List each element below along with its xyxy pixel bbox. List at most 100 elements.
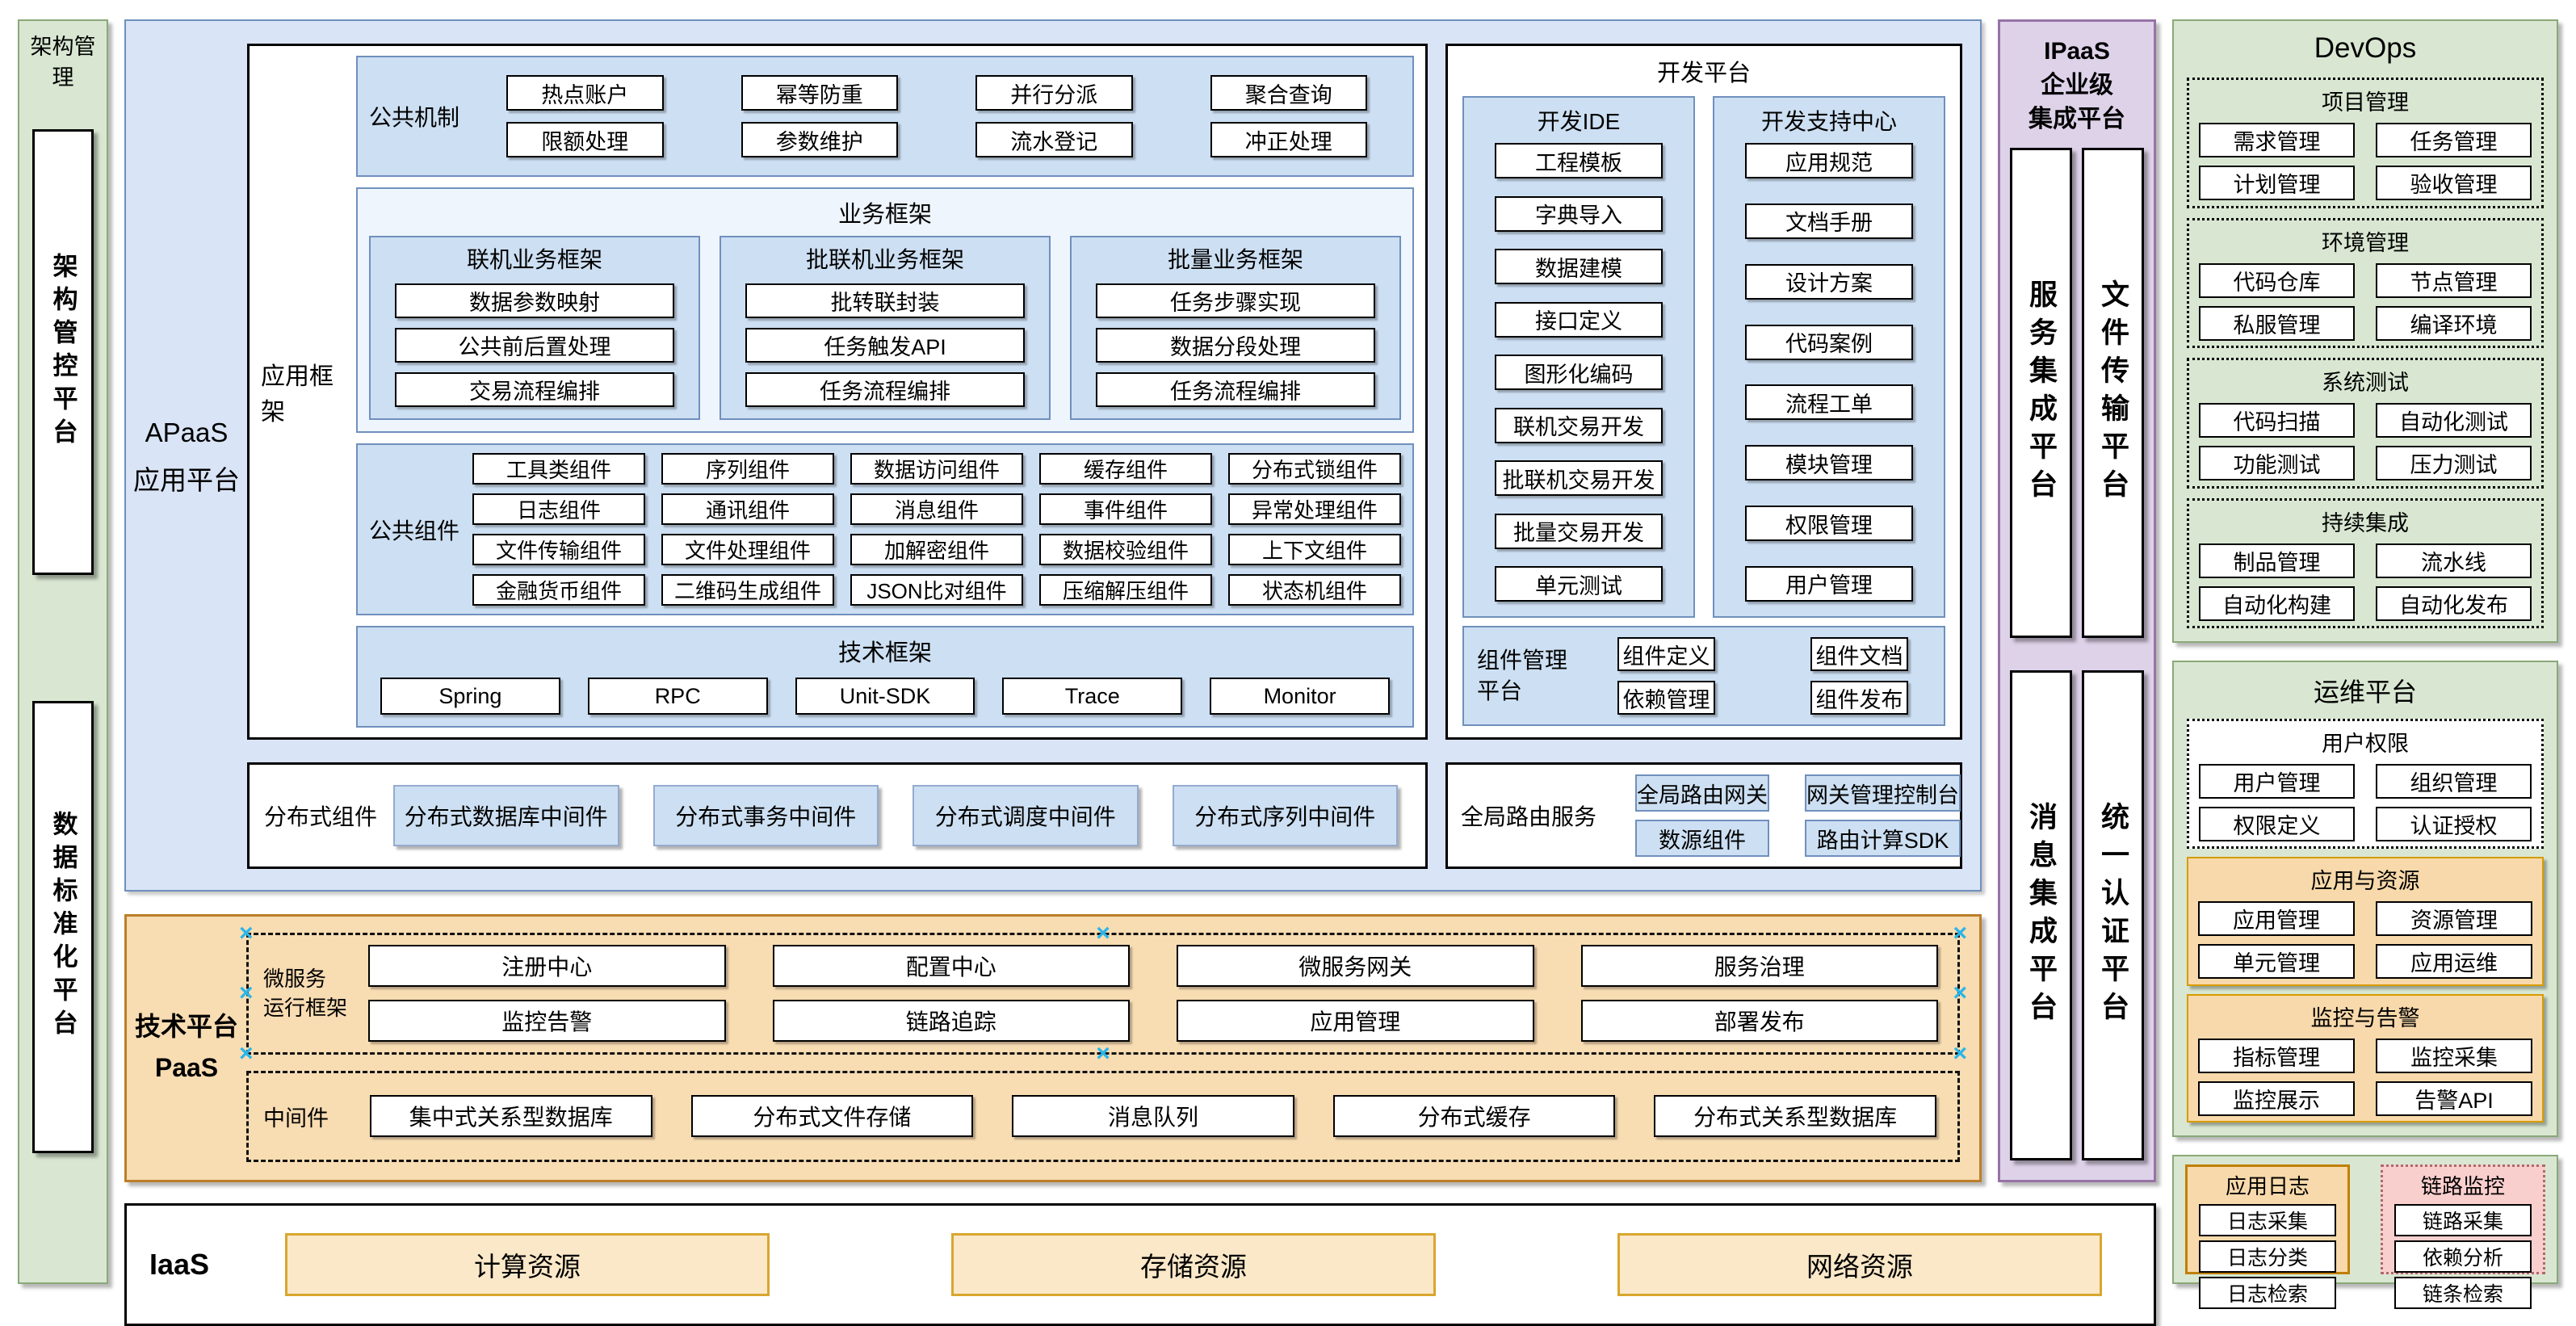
component-mgmt-item[interactable]: 组件定义	[1617, 637, 1715, 671]
ops-item[interactable]: 单元管理	[2198, 944, 2355, 980]
middleware-item[interactable]: 消息队列	[1012, 1095, 1294, 1138]
component-item[interactable]: JSON比对组件	[850, 574, 1023, 606]
ide-item[interactable]: 批联机交易开发	[1495, 460, 1663, 496]
framework-item[interactable]: 任务触发API	[745, 328, 1025, 363]
framework-item[interactable]: 交易流程编排	[395, 372, 674, 407]
service-integration-platform[interactable]: 服务集成平台	[2010, 148, 2072, 638]
ops-item[interactable]: 监控采集	[2376, 1038, 2532, 1073]
devops-item[interactable]: 代码扫描	[2199, 403, 2355, 438]
routing-item[interactable]: 数源组件	[1635, 820, 1769, 857]
framework-item[interactable]: 数据分段处理	[1096, 328, 1375, 363]
ide-item[interactable]: 字典导入	[1495, 195, 1663, 232]
distributed-item[interactable]: 分布式数据库中间件	[393, 785, 619, 846]
component-item[interactable]: 通讯组件	[661, 493, 834, 525]
devops-item[interactable]: 自动化构建	[2199, 585, 2355, 621]
component-item[interactable]: 序列组件	[661, 453, 834, 485]
component-item[interactable]: 工具类组件	[472, 453, 645, 485]
component-item[interactable]: 数据校验组件	[1039, 534, 1212, 565]
devops-item[interactable]: 验收管理	[2376, 166, 2532, 200]
component-item[interactable]: 缓存组件	[1039, 453, 1212, 485]
arch-governance-platform[interactable]: 架构管控平台	[32, 128, 94, 575]
support-item[interactable]: 权限管理	[1745, 506, 1913, 542]
ide-item[interactable]: 图形化编码	[1495, 355, 1663, 390]
microservice-item[interactable]: 注册中心	[368, 945, 726, 988]
support-item[interactable]: 代码案例	[1745, 324, 1913, 360]
unified-auth-platform[interactable]: 统一认证平台	[2082, 670, 2144, 1160]
selection-handle-icon[interactable]	[1096, 1042, 1110, 1066]
message-integration-platform[interactable]: 消息集成平台	[2010, 670, 2072, 1160]
mechanism-item[interactable]: 参数维护	[740, 122, 898, 157]
devops-item[interactable]: 私服管理	[2199, 305, 2355, 341]
ops-item[interactable]: 组织管理	[2376, 764, 2532, 799]
middleware-section[interactable]: 中间件 集中式关系型数据库分布式文件存储消息队列分布式缓存分布式关系型数据库	[246, 1070, 1960, 1162]
component-item[interactable]: 上下文组件	[1228, 534, 1401, 565]
devops-item[interactable]: 需求管理	[2199, 123, 2355, 157]
log-item[interactable]: 日志分类	[2199, 1240, 2336, 1273]
component-mgmt-item[interactable]: 依赖管理	[1617, 681, 1715, 715]
component-item[interactable]: 文件传输组件	[472, 534, 645, 565]
support-item[interactable]: 应用规范	[1745, 143, 1913, 178]
iaas-resource-item[interactable]: 计算资源	[285, 1233, 770, 1296]
data-standardization-platform[interactable]: 数据标准化平台	[32, 700, 94, 1153]
support-item[interactable]: 用户管理	[1745, 565, 1913, 602]
selection-handle-icon[interactable]	[1953, 981, 1967, 1005]
framework-item[interactable]: 任务步骤实现	[1096, 283, 1375, 318]
ide-item[interactable]: 工程模板	[1495, 143, 1663, 178]
middleware-item[interactable]: 分布式文件存储	[690, 1095, 974, 1138]
selection-handle-icon[interactable]	[1096, 921, 1110, 946]
microservice-item[interactable]: 服务治理	[1580, 945, 1938, 988]
devops-item[interactable]: 自动化发布	[2376, 585, 2532, 621]
middleware-item[interactable]: 分布式缓存	[1332, 1095, 1616, 1138]
support-item[interactable]: 文档手册	[1745, 203, 1913, 239]
ops-item[interactable]: 资源管理	[2376, 901, 2532, 937]
devops-item[interactable]: 代码仓库	[2199, 262, 2355, 298]
mechanism-item[interactable]: 并行分派	[975, 75, 1133, 111]
file-transfer-platform[interactable]: 文件传输平台	[2082, 148, 2144, 638]
component-item[interactable]: 状态机组件	[1228, 574, 1401, 606]
mechanism-item[interactable]: 限额处理	[506, 122, 664, 157]
microservice-item[interactable]: 监控告警	[368, 1000, 726, 1043]
mechanism-item[interactable]: 热点账户	[506, 75, 664, 111]
support-item[interactable]: 流程工单	[1745, 384, 1913, 421]
devops-item[interactable]: 节点管理	[2376, 262, 2532, 298]
component-item[interactable]: 异常处理组件	[1228, 493, 1401, 525]
support-item[interactable]: 设计方案	[1745, 263, 1913, 300]
framework-item[interactable]: 任务流程编排	[745, 372, 1025, 407]
tech-item[interactable]: Unit-SDK	[795, 678, 975, 715]
devops-item[interactable]: 压力测试	[2376, 446, 2532, 480]
tech-item[interactable]: RPC	[587, 678, 768, 715]
log-item[interactable]: 日志检索	[2199, 1277, 2336, 1309]
log-item[interactable]: 日志采集	[2199, 1204, 2336, 1236]
ide-item[interactable]: 接口定义	[1495, 301, 1663, 338]
microservice-item[interactable]: 微服务网关	[1177, 945, 1534, 988]
selection-handle-icon[interactable]	[1953, 1042, 1967, 1066]
ide-item[interactable]: 批量交易开发	[1495, 513, 1663, 549]
iaas-resource-item[interactable]: 存储资源	[951, 1233, 1436, 1296]
component-item[interactable]: 文件处理组件	[661, 534, 834, 565]
ops-item[interactable]: 用户管理	[2199, 764, 2355, 799]
framework-item[interactable]: 批转联封装	[745, 283, 1025, 318]
ops-item[interactable]: 应用管理	[2198, 901, 2355, 937]
mechanism-item[interactable]: 聚合查询	[1210, 75, 1367, 111]
microservice-item[interactable]: 应用管理	[1177, 1000, 1534, 1043]
framework-item[interactable]: 任务流程编排	[1096, 372, 1375, 407]
devops-item[interactable]: 自动化测试	[2376, 403, 2532, 438]
ide-item[interactable]: 数据建模	[1495, 249, 1663, 284]
tech-item[interactable]: Trace	[1002, 678, 1183, 715]
component-item[interactable]: 压缩解压组件	[1039, 574, 1212, 606]
ops-item[interactable]: 应用运维	[2376, 944, 2532, 980]
framework-item[interactable]: 数据参数映射	[395, 283, 674, 318]
selection-handle-icon[interactable]	[239, 981, 254, 1005]
microservice-item[interactable]: 部署发布	[1580, 1000, 1938, 1043]
ops-item[interactable]: 监控展示	[2198, 1081, 2355, 1116]
trace-item[interactable]: 链条检索	[2394, 1277, 2532, 1309]
mechanism-item[interactable]: 幂等防重	[740, 75, 898, 111]
routing-item[interactable]: 全局路由网关	[1635, 774, 1769, 812]
distributed-item[interactable]: 分布式序列中间件	[1172, 785, 1398, 846]
trace-item[interactable]: 链路采集	[2394, 1204, 2532, 1236]
middleware-item[interactable]: 集中式关系型数据库	[370, 1095, 652, 1138]
ops-item[interactable]: 权限定义	[2199, 807, 2355, 841]
mechanism-item[interactable]: 冲正处理	[1210, 122, 1367, 157]
ops-item[interactable]: 告警API	[2376, 1081, 2532, 1116]
component-item[interactable]: 二维码生成组件	[661, 574, 834, 606]
